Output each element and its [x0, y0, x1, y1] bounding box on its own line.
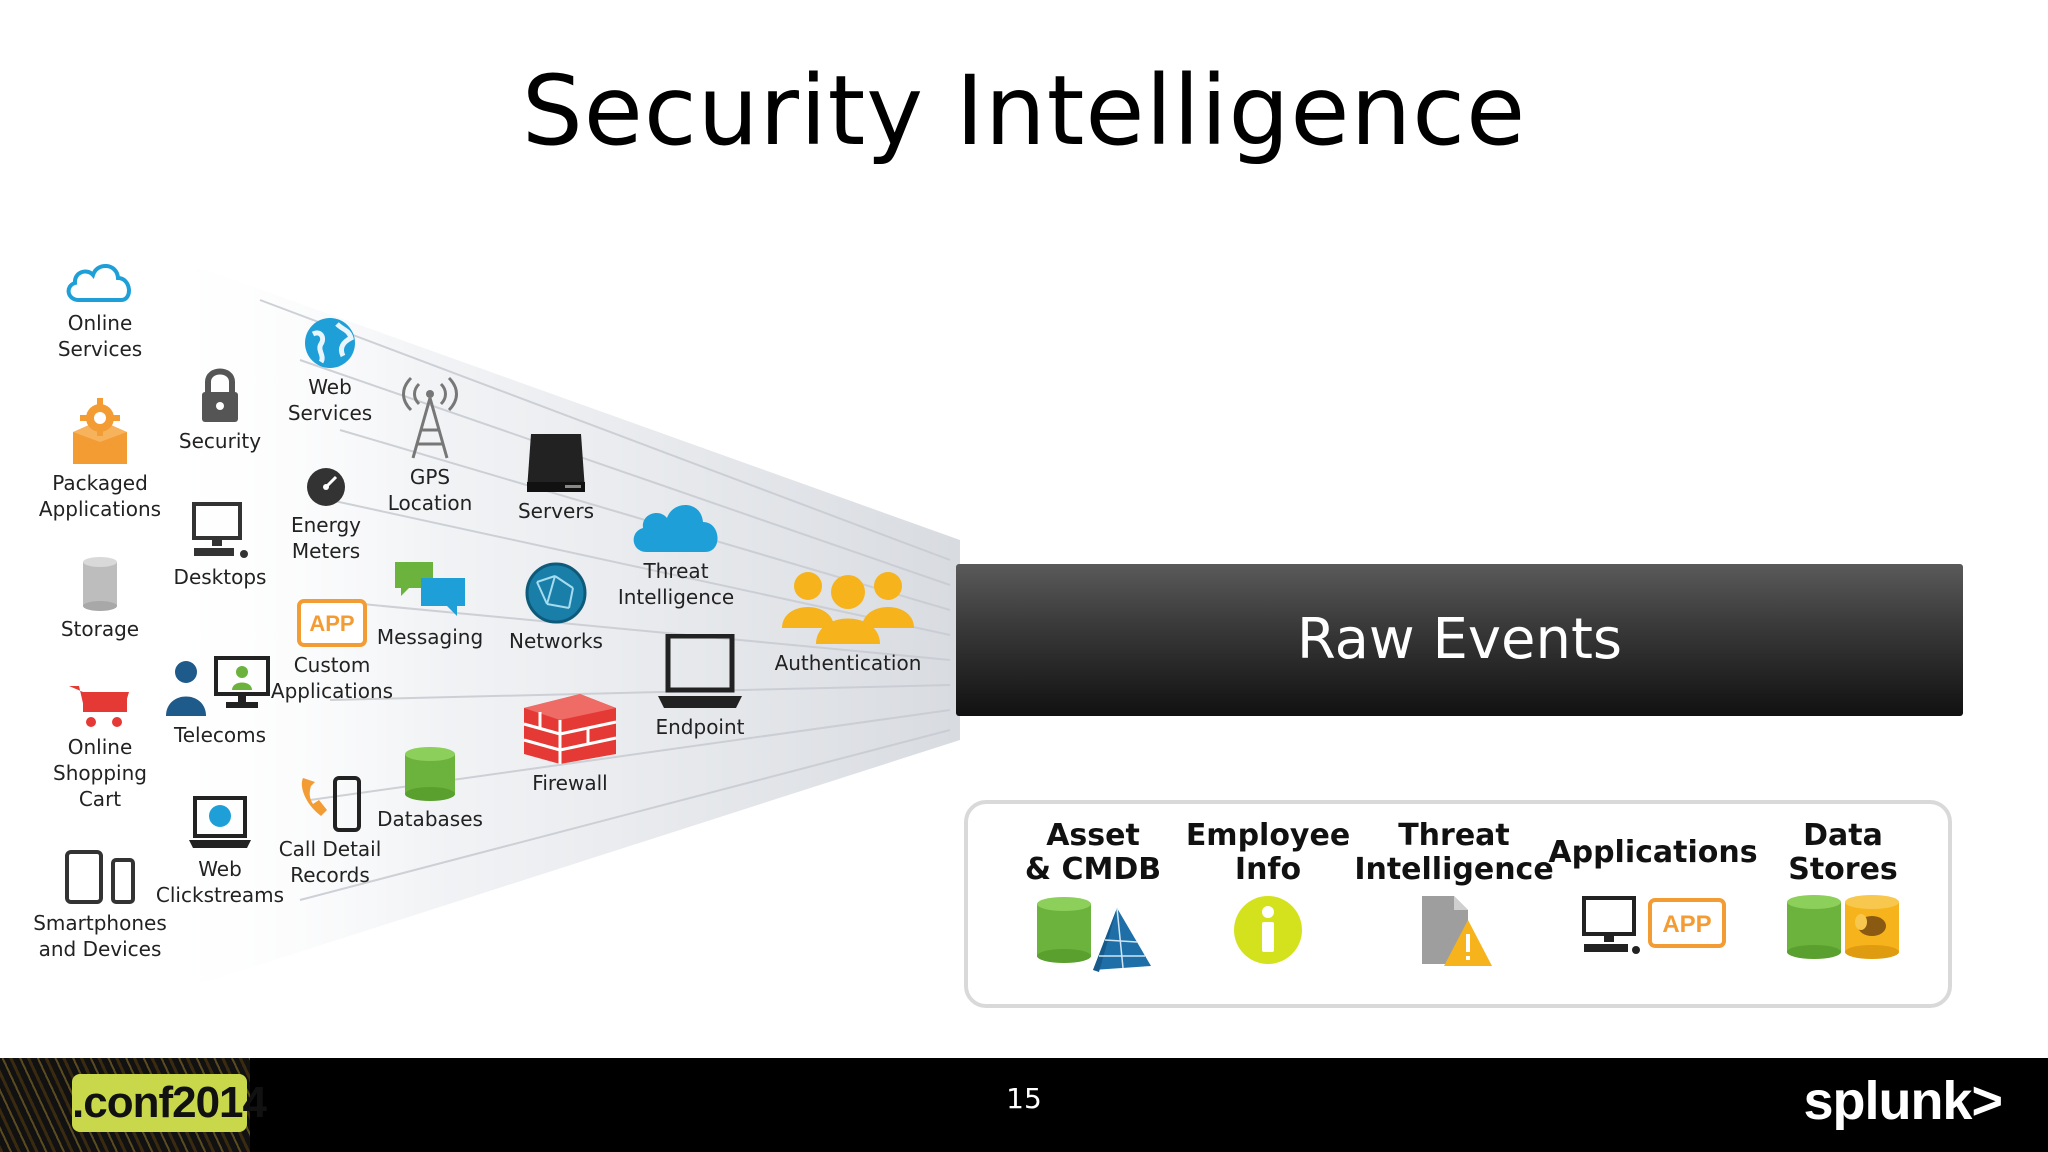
source-label: GPS Location	[387, 465, 473, 515]
source-endpoint: Endpoint	[620, 634, 780, 740]
source-desktops: Desktops	[140, 502, 300, 590]
source-label: Packaged Applications	[38, 471, 162, 521]
source-authentication: Authentication	[748, 566, 948, 676]
source-web-clickstreams: Web Clickstreams	[140, 796, 300, 908]
page-title: Security Intelligence	[521, 55, 1527, 167]
devices-icon	[65, 850, 135, 904]
app-badge-text: APP	[309, 611, 354, 636]
source-label: Desktops	[173, 565, 267, 589]
context-employee-info: Employee Info	[1168, 818, 1368, 966]
source-label: Online Shopping Cart	[53, 735, 147, 811]
context-data-stores: Data Stores	[1758, 818, 1928, 964]
source-energy-meters: Energy Meters	[246, 466, 406, 564]
source-label: Security	[178, 429, 262, 453]
source-online-services: Online Services	[20, 256, 180, 362]
context-label: Applications	[1548, 835, 1758, 870]
desktop-icon	[192, 502, 248, 558]
brick-wall-icon	[523, 694, 617, 764]
source-label: Networks	[509, 629, 603, 653]
splunk-logo: splunk>	[1803, 1071, 2003, 1131]
source-smartphones-and-devices: Smartphones and Devices	[20, 850, 180, 962]
context-label: Threat Intelligence	[1354, 818, 1554, 887]
conf-logo: .conf2014	[72, 1074, 267, 1132]
server-icon	[527, 434, 585, 492]
chat-bubbles-icon	[395, 562, 465, 616]
network-globe-icon	[525, 562, 587, 624]
document-warning-icon	[1422, 896, 1492, 966]
antenna-tower-icon	[402, 376, 458, 459]
context-label: Asset & CMDB	[1024, 818, 1162, 887]
shopping-cart-icon	[69, 686, 129, 727]
globe-icon	[305, 318, 355, 368]
padlock-icon	[202, 368, 238, 422]
source-networks: Networks	[476, 562, 636, 654]
source-label: Smartphones and Devices	[33, 911, 167, 961]
source-label: Databases	[377, 807, 483, 831]
source-messaging: Messaging	[350, 560, 510, 650]
cylinder-icon	[83, 557, 117, 611]
source-label: Custom Applications	[270, 653, 394, 703]
source-label: Storage	[60, 617, 140, 641]
source-gps-location: GPS Location	[350, 374, 510, 516]
source-label: Messaging	[376, 625, 484, 649]
source-label: Servers	[517, 499, 594, 523]
app-badge-icon: APP	[297, 599, 367, 647]
context-data-panel: Asset & CMDB Employee Info Threat Intell…	[964, 800, 1952, 1008]
laptop-globe-icon	[189, 796, 251, 848]
app-badge-text: APP	[1662, 911, 1711, 938]
source-telecoms: Telecoms	[140, 656, 300, 748]
database-icon	[405, 747, 455, 801]
cloud-outline-icon	[66, 264, 131, 302]
context-asset-cmdb: Asset & CMDB	[1008, 818, 1178, 974]
database-hadoop-icon	[1787, 895, 1899, 959]
source-databases: Databases	[350, 746, 510, 832]
source-label: Authentication	[774, 651, 922, 675]
meter-icon	[307, 468, 345, 506]
laptop-icon	[658, 634, 742, 708]
user-monitor-icon	[166, 656, 270, 716]
source-label: Threat Intelligence	[617, 559, 735, 609]
source-firewall: Firewall	[490, 690, 650, 796]
source-label: Firewall	[532, 771, 608, 795]
source-security: Security	[140, 366, 300, 454]
source-label: Telecoms	[173, 723, 267, 747]
database-pyramid-icon	[1037, 897, 1151, 972]
source-servers: Servers	[476, 432, 636, 524]
source-storage: Storage	[20, 556, 180, 642]
source-threat-intelligence: Threat Intelligence	[596, 496, 756, 610]
people-group-icon	[782, 572, 914, 644]
context-label: Data Stores	[1788, 818, 1898, 887]
package-gear-icon	[73, 398, 127, 464]
source-label: Online Services	[57, 311, 143, 361]
source-label: Web Clickstreams	[155, 857, 285, 907]
phone-icon	[301, 776, 361, 832]
page-number: 15	[1006, 1082, 1042, 1115]
source-online-shopping-cart: Online Shopping Cart	[20, 680, 180, 812]
source-label: Call Detail Records	[278, 837, 382, 887]
source-label: Energy Meters	[290, 513, 362, 563]
footer-bar: .conf2014 15 splunk>	[0, 1058, 2048, 1152]
source-packaged-applications: Packaged Applications	[20, 398, 180, 522]
source-label: Web Services	[287, 375, 373, 425]
source-custom-applications: APP Custom Applications	[252, 598, 412, 704]
context-label: Employee Info	[1185, 818, 1351, 887]
desktop-app-icon: APP	[1582, 896, 1726, 954]
source-label: Endpoint	[655, 715, 745, 739]
context-threat-intelligence: Threat Intelligence	[1354, 818, 1554, 968]
source-call-detail-records: Call Detail Records	[250, 774, 410, 888]
source-web-services: Web Services	[250, 316, 410, 426]
raw-events-bar: Raw Events	[956, 564, 1963, 716]
context-applications: Applications APP	[1548, 818, 1758, 966]
cloud-icon	[633, 504, 718, 552]
info-icon	[1234, 896, 1302, 964]
